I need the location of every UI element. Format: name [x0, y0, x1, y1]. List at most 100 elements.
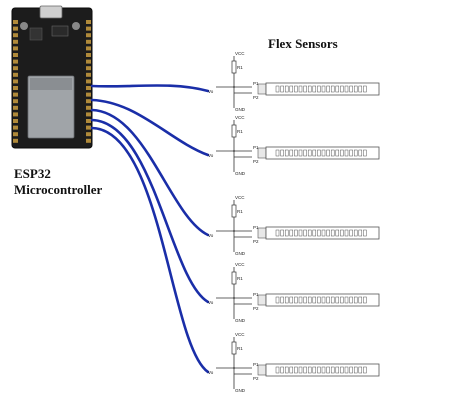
header-pin	[13, 46, 18, 51]
sensor-segment	[340, 149, 344, 157]
sensor-segment	[321, 149, 326, 157]
p1-label: P1	[253, 225, 259, 230]
resistor-r1	[231, 60, 237, 74]
sensor-segment	[317, 229, 321, 237]
sensor-segment	[340, 366, 344, 374]
sensor-segment	[349, 149, 353, 157]
sensor-segment	[353, 366, 358, 374]
sensor-segment	[321, 366, 326, 374]
sensor-segment	[275, 366, 280, 374]
sensor-segment	[280, 366, 284, 374]
button-en-icon	[72, 22, 80, 30]
sensor-segment	[303, 149, 307, 157]
header-pin	[86, 112, 91, 117]
flex-sensor	[265, 363, 380, 377]
header-pin	[86, 53, 91, 57]
sensor-segment	[330, 229, 335, 237]
left-header-pins	[13, 20, 18, 143]
sensor-segment	[363, 149, 367, 157]
sensor-segment	[330, 366, 335, 374]
sensor-segment	[330, 85, 335, 93]
sensor-segment	[307, 85, 312, 93]
sensor-segment	[275, 85, 280, 93]
header-pin	[86, 125, 91, 130]
sensor-segment	[294, 149, 298, 157]
sensor-segment	[284, 366, 289, 374]
vo-label: Vo	[208, 153, 214, 158]
sensor-segment	[344, 366, 349, 374]
esp32-label-line1: ESP32	[14, 166, 51, 181]
sensor-segment	[284, 296, 289, 304]
wires	[90, 84, 210, 374]
header-pin	[13, 59, 18, 64]
header-pin	[86, 79, 91, 84]
vo-label: Vo	[208, 370, 214, 375]
flex-sensors-title: Flex Sensors	[268, 36, 338, 51]
header-pin	[13, 66, 18, 71]
p2-label: P2	[253, 306, 259, 311]
sensor-segment	[312, 85, 317, 93]
wire-2	[90, 98, 210, 157]
sensor-segment	[344, 149, 349, 157]
sensor-segment	[280, 229, 284, 237]
sensor-segment	[317, 296, 321, 304]
sensor-segment	[289, 296, 294, 304]
esp32-label-line2: Microcontroller	[14, 182, 103, 197]
header-pin	[13, 112, 18, 117]
sensor-segment	[353, 229, 358, 237]
header-pin	[86, 33, 91, 38]
vcc-label: VCC	[235, 115, 245, 120]
header-pin	[13, 105, 18, 110]
header-pin	[13, 86, 18, 90]
sensor-segment	[289, 149, 294, 157]
flex-sensor	[265, 146, 380, 160]
wire-1	[90, 84, 210, 93]
sensor-segment	[294, 85, 298, 93]
sensor-segment	[330, 296, 335, 304]
sensor-segment	[363, 229, 367, 237]
sensor-segment	[335, 149, 340, 157]
vcc-label: VCC	[235, 262, 245, 267]
sensor-segment	[326, 366, 330, 374]
header-pin	[13, 119, 18, 123]
sensor-connector	[257, 364, 267, 376]
sensor-segment	[344, 296, 349, 304]
sensor-segment	[358, 149, 363, 157]
gnd-label: GND	[235, 318, 246, 323]
header-pin	[86, 99, 91, 104]
sensor-segment	[321, 296, 326, 304]
right-header-pins	[86, 20, 91, 143]
p2-label: P2	[253, 376, 259, 381]
esp32-board	[11, 5, 93, 149]
sensor-segment	[307, 229, 312, 237]
header-pin	[13, 92, 18, 97]
sensor-segment	[326, 149, 330, 157]
flex-sensor	[265, 226, 380, 240]
sensor-segment	[303, 229, 307, 237]
sensor-segment	[335, 85, 340, 93]
wire-5	[90, 126, 210, 374]
sensor-segment	[275, 296, 280, 304]
header-pin	[13, 20, 18, 24]
sensor-circuits: VCCR1VoGNDP1P2VCCR1VoGNDP1P2VCCR1VoGNDP1…	[208, 51, 380, 393]
sensor-segment	[326, 85, 330, 93]
wire-3	[90, 108, 210, 237]
sensor-segment	[289, 229, 294, 237]
sensor-segment	[349, 296, 353, 304]
sensor-segment	[280, 149, 284, 157]
sensor-segment	[284, 149, 289, 157]
usb-port	[39, 5, 63, 19]
p1-label: P1	[253, 81, 259, 86]
header-pin	[13, 125, 18, 130]
sensor-segment	[294, 296, 298, 304]
wire-4	[90, 118, 210, 304]
esp32-label: ESP32 Microcontroller	[14, 166, 102, 198]
p1-label: P1	[253, 362, 259, 367]
header-pin	[13, 138, 18, 143]
sensor-segment	[284, 85, 289, 93]
header-pin	[86, 39, 91, 44]
sensor-segment	[312, 229, 317, 237]
sensor-segment	[326, 296, 330, 304]
